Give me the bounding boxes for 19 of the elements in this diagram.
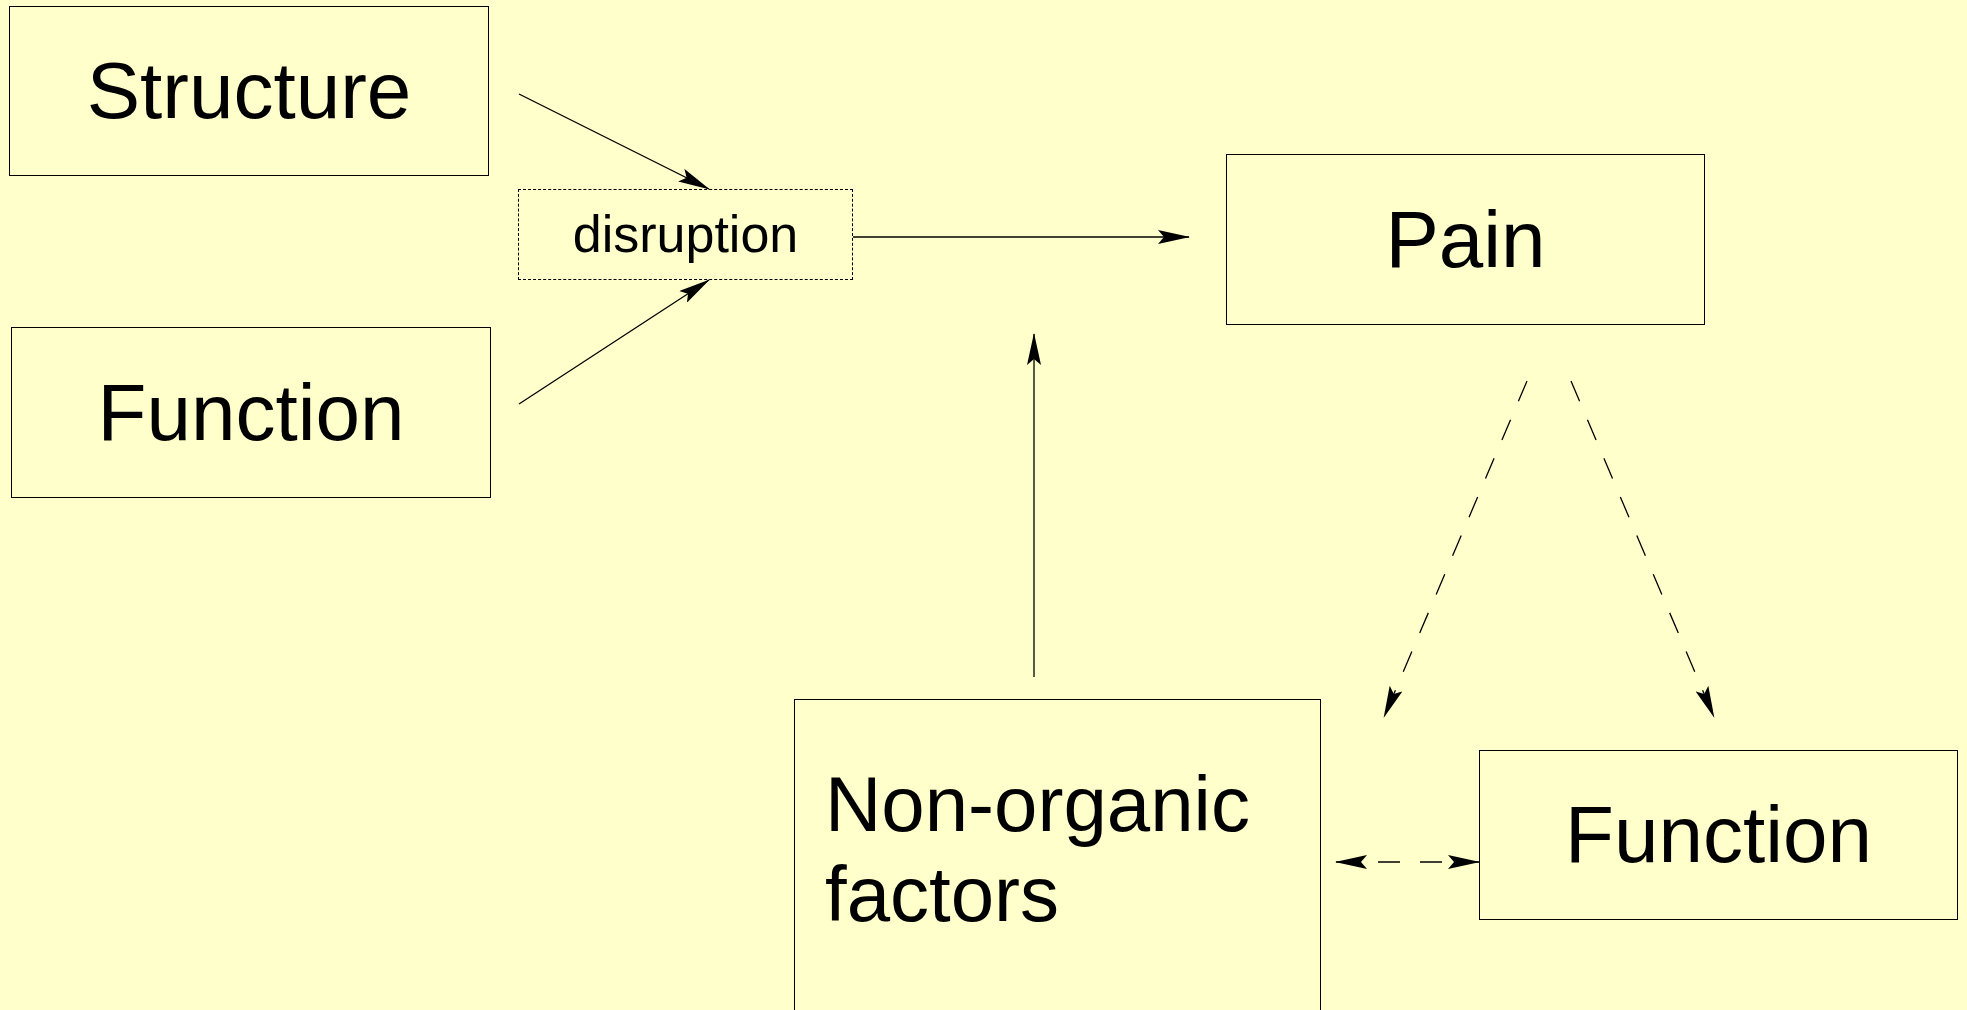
arrow: [1335, 855, 1480, 869]
process-box: [11, 327, 491, 498]
arrow: [852, 230, 1190, 244]
box-label: Pain: [1385, 193, 1546, 286]
box-label: Non-organic factors: [825, 760, 1251, 940]
arrow: [1383, 380, 1528, 718]
arrow: [1027, 333, 1041, 678]
process-box: [1226, 154, 1705, 325]
box-label: Function: [97, 366, 405, 459]
box-label: disruption: [572, 204, 799, 265]
box-label: Structure: [86, 45, 412, 137]
process-box: [794, 699, 1321, 1010]
process-box: [9, 6, 489, 176]
process-box: [1479, 750, 1958, 920]
box-label: Function: [1565, 789, 1872, 881]
arrow: [518, 279, 710, 405]
dashed-box: [518, 189, 853, 280]
arrow: [1570, 380, 1715, 718]
arrow: [518, 93, 710, 190]
